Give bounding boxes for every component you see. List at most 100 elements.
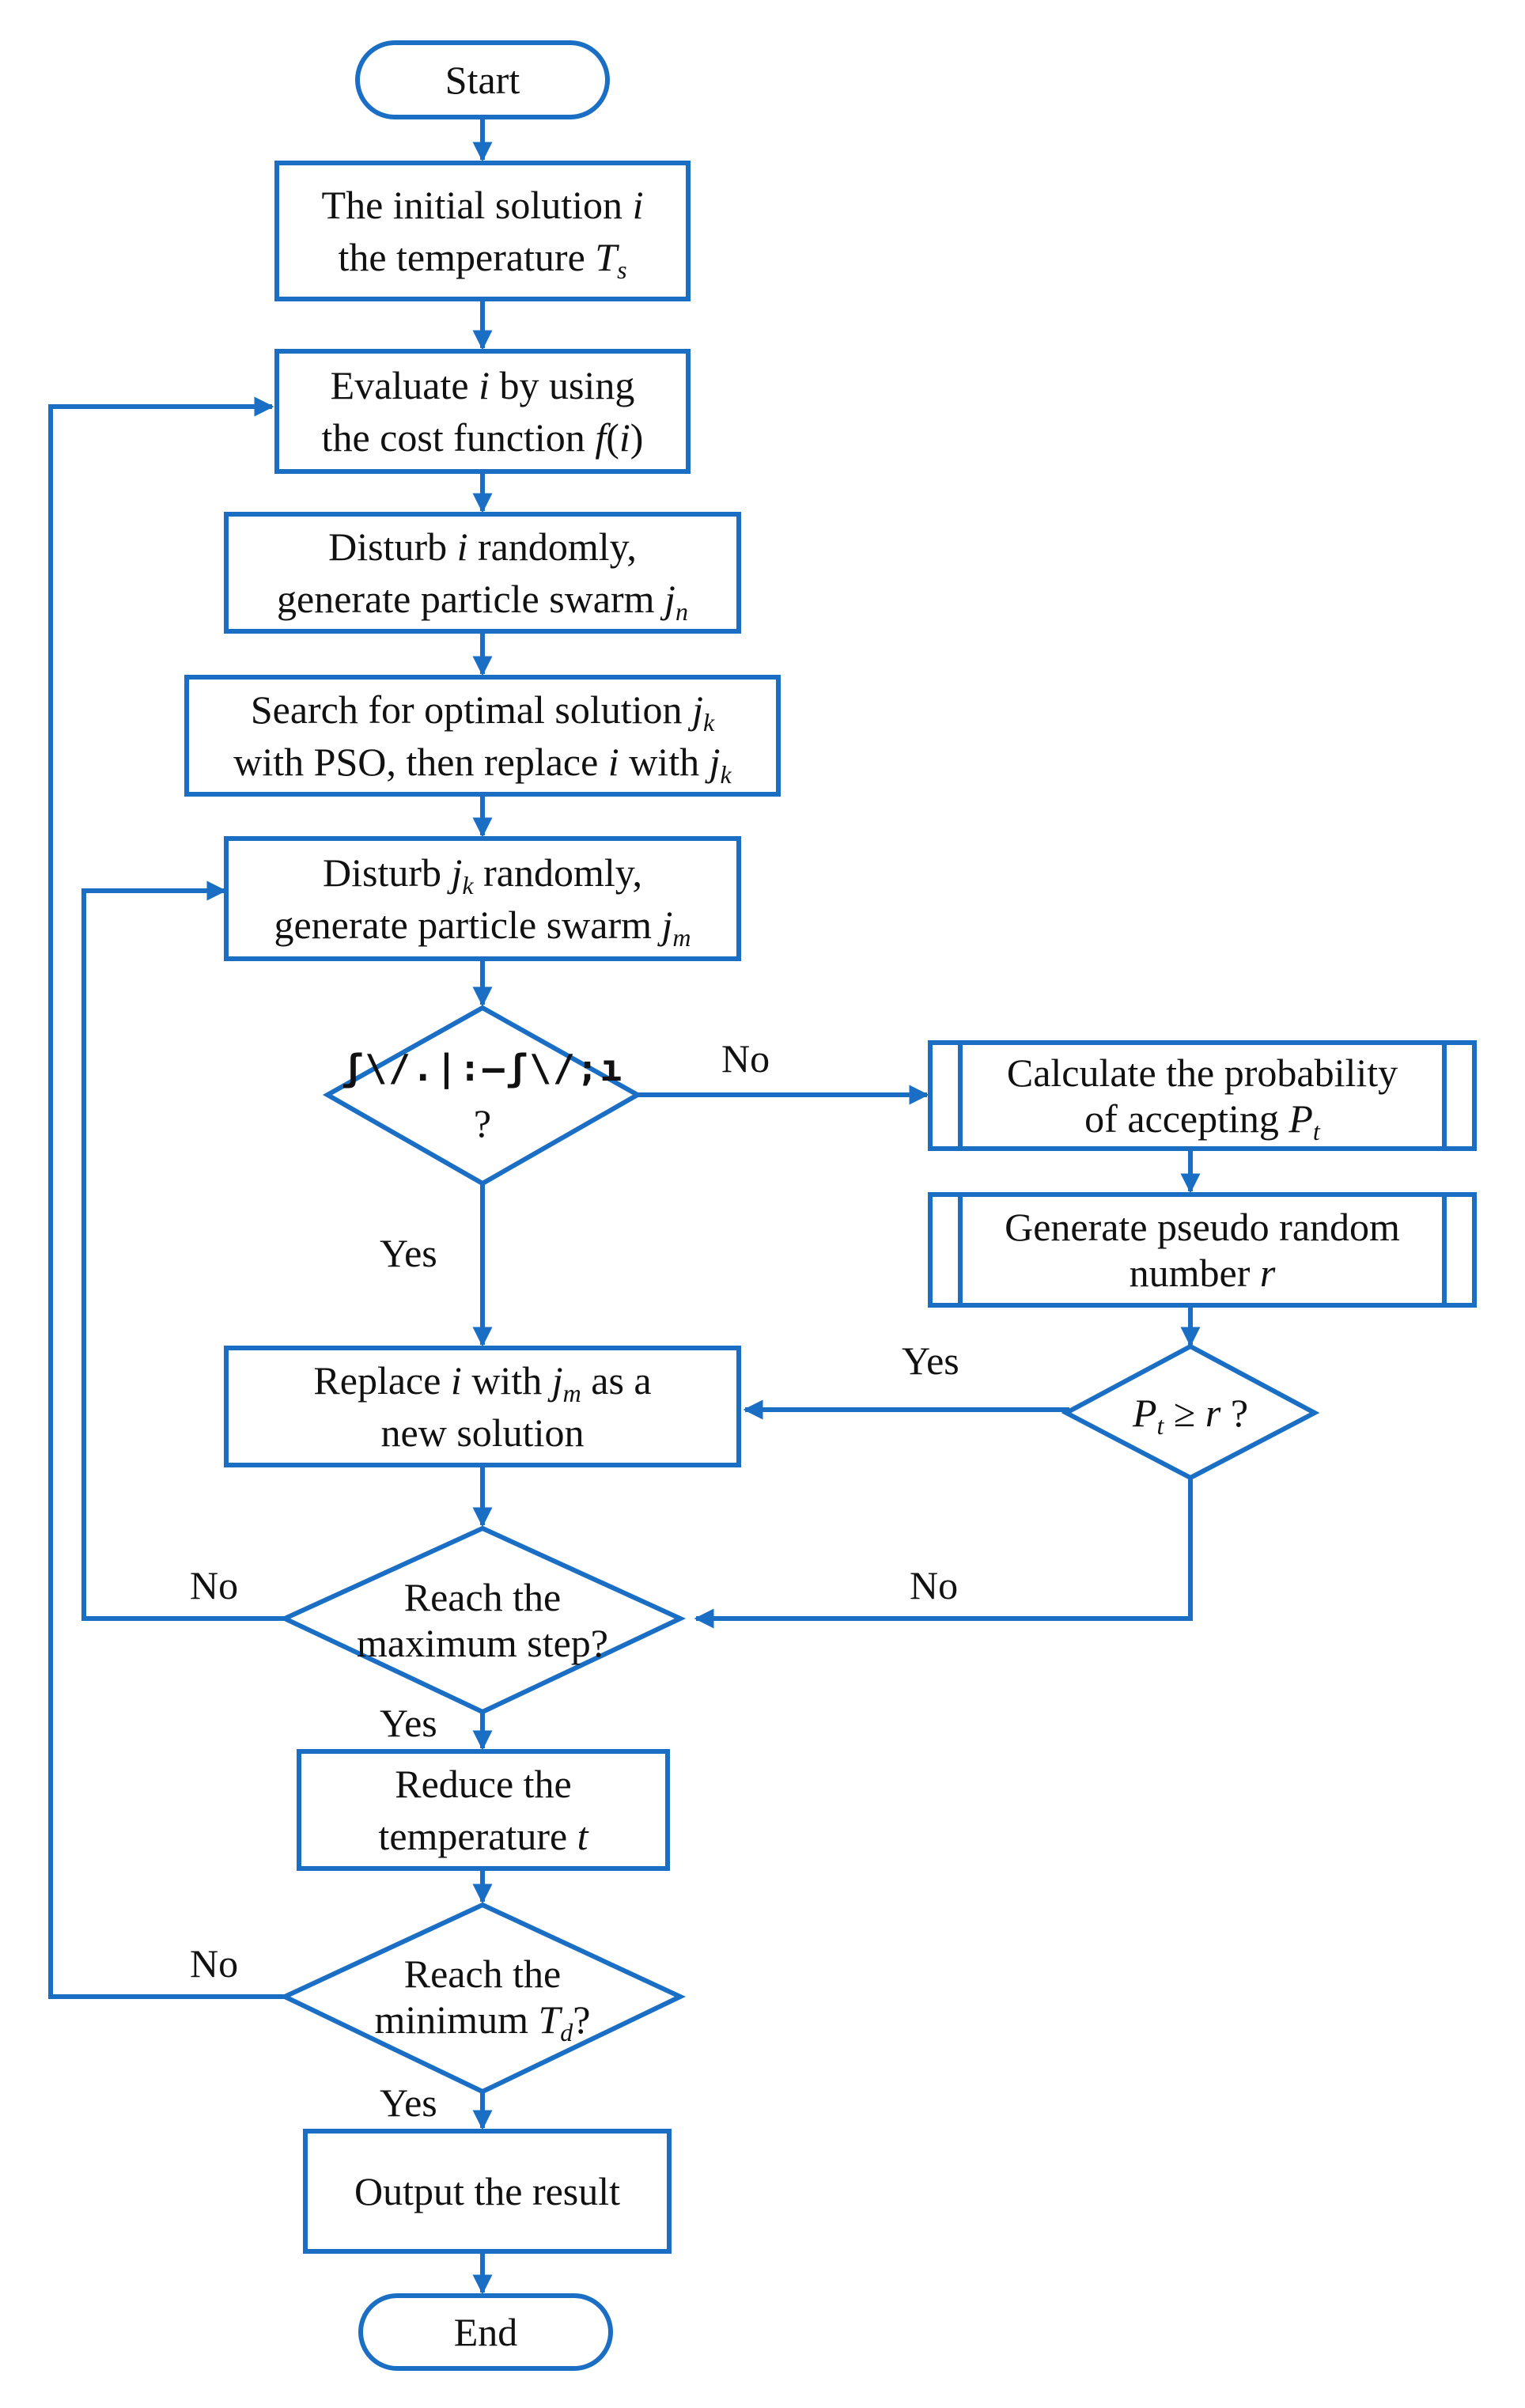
calc-prob-accepting: of accepting	[1084, 1096, 1279, 1141]
disturb-jk-label: Disturb jk randomly, generate particle s…	[226, 839, 739, 959]
connectors	[48, 117, 1201, 2295]
condition-diamond	[322, 1005, 643, 1187]
min-temp-sub-d: d	[560, 2018, 573, 2046]
calc-prob-sub-t: t	[1312, 1117, 1320, 1145]
end-terminal	[358, 2293, 613, 2371]
start-label: Start	[358, 43, 607, 117]
disturb-jk-line-2: generate particle swarm jm	[274, 899, 691, 951]
disturb-jk-box	[224, 836, 741, 961]
init-line-2: the temperature Ts	[338, 231, 626, 283]
accept-op: ≥	[1173, 1391, 1196, 1435]
search-var-i: i	[607, 740, 619, 784]
min-temp-line-2: minimum Td?	[374, 1997, 591, 2046]
condition-label: ʃ\/.|:–ʃ\/;ı ?	[327, 1028, 638, 1163]
max-step-line-1: Reach the	[403, 1575, 562, 1619]
min-temp-minimum: minimum	[374, 1997, 528, 2042]
nodes	[184, 40, 1477, 2371]
edge-mintemp-loop	[48, 396, 285, 1999]
disturb-i-label: Disturb i randomly, generate particle sw…	[226, 514, 739, 631]
search-with: with	[629, 740, 700, 784]
pseudo-var-r: r	[1259, 1251, 1276, 1295]
init-box	[274, 161, 691, 301]
label-max-step-yes: Yes	[380, 1701, 437, 1745]
disturb-jk-generate: generate particle swarm	[274, 903, 652, 947]
start-text: Start	[445, 58, 520, 102]
search-var-j2: j	[709, 740, 721, 784]
label-accept-no: No	[910, 1563, 959, 1607]
evaluate-line-1: Evaluate i by using	[331, 359, 635, 411]
reduce-label: Reduce the temperature t	[299, 1751, 668, 1868]
search-sub-k: k	[702, 708, 715, 736]
label-accept-yes: Yes	[902, 1338, 959, 1383]
accept-label: Pt ≥ r ?	[1066, 1376, 1315, 1449]
search-label: Search for optimal solution jk with PSO,…	[187, 677, 778, 794]
accept-var-p: P	[1132, 1391, 1157, 1435]
search-text: Search for optimal solution	[250, 687, 683, 732]
end-text: End	[453, 2310, 518, 2354]
evaluate-word: Evaluate	[330, 363, 469, 407]
output-text: Output the result	[354, 2169, 621, 2213]
calc-prob-line-1: Calculate the probability	[1006, 1051, 1398, 1095]
pseudo-label: Generate pseudo random number r	[960, 1195, 1444, 1305]
condition-question: ?	[473, 1101, 492, 1145]
calc-prob-line-2: of accepting Pt	[1084, 1096, 1320, 1145]
calc-prob-box	[928, 1040, 1477, 1151]
replace-line-2: new solution	[380, 1410, 585, 1455]
disturb-jk-line-1: Disturb jk randomly,	[323, 846, 642, 899]
start-terminal	[355, 40, 610, 119]
search-line-1: Search for optimal solution jk	[251, 683, 714, 736]
disturb-jk-sub-k: k	[462, 871, 474, 899]
pseudo-line-1: Generate pseudo random	[1005, 1205, 1400, 1249]
init-line-2-text: the temperature	[338, 235, 585, 279]
calc-prob-var-p: P	[1288, 1096, 1313, 1141]
label-min-temp-no: No	[190, 1941, 239, 1986]
min-temp-diamond	[278, 1902, 687, 2095]
replace-label: Replace i with jm as a new solution	[226, 1348, 739, 1465]
replace-var-i: i	[450, 1358, 462, 1403]
pseudo-line-2: number r	[1130, 1250, 1276, 1296]
reduce-var-t: t	[577, 1814, 588, 1858]
replace-with: with	[471, 1358, 543, 1403]
pseudo-box	[928, 1192, 1477, 1308]
evaluate-var-i: i	[479, 363, 490, 407]
evaluate-cost-function: the cost function	[321, 415, 585, 460]
init-label: The initial solution i the temperature T…	[277, 163, 688, 299]
evaluate-line-2: the cost function f(i)	[321, 415, 644, 460]
search-line-2: with PSO, then replace i with jk	[233, 736, 731, 788]
reduce-temperature: temperature	[378, 1814, 568, 1858]
disturb-i-sub-n: n	[675, 597, 688, 626]
disturb-i-box	[224, 512, 741, 634]
disturb-i-var-j: j	[664, 577, 675, 621]
init-line-1: The initial solution i	[322, 179, 644, 231]
accept-expression: Pt ≥ r ?	[1133, 1387, 1248, 1439]
max-step-diamond	[278, 1525, 687, 1715]
disturb-i-var: i	[456, 524, 468, 569]
search-box	[184, 675, 781, 797]
output-box	[303, 2129, 672, 2254]
reduce-line-1: Reduce the	[395, 1762, 572, 1806]
init-var-t: T	[595, 235, 618, 279]
disturb-i-line-1: Disturb i randomly,	[328, 521, 637, 573]
disturb-jk-sub-m: m	[672, 923, 691, 952]
replace-box	[224, 1346, 741, 1467]
accept-var-r: r	[1205, 1391, 1221, 1435]
replace-line-1: Replace i with jm as a	[313, 1354, 651, 1407]
search-pso-text: with PSO, then replace	[233, 740, 599, 784]
label-condition-yes: Yes	[380, 1231, 437, 1275]
evaluate-label: Evaluate i by using the cost function f(…	[277, 351, 688, 471]
disturb-i-word: Disturb	[328, 524, 448, 569]
pseudo-number: number	[1129, 1251, 1251, 1295]
replace-word: Replace	[313, 1358, 441, 1403]
accept-diamond	[1061, 1343, 1320, 1481]
edge-accept-maxstep	[694, 1478, 1193, 1629]
disturb-i-generate: generate particle swarm	[277, 577, 655, 621]
disturb-i-line-2: generate particle swarm jn	[277, 573, 688, 625]
replace-sub-m: m	[562, 1379, 581, 1407]
reduce-line-2: temperature t	[378, 1810, 588, 1862]
accept-sub-t: t	[1156, 1411, 1164, 1440]
end-label: End	[361, 2296, 611, 2368]
label-condition-no: No	[721, 1036, 770, 1081]
init-line-1-text: The initial solution	[321, 183, 623, 227]
disturb-jk-var-j2: j	[661, 903, 673, 947]
evaluate-func-arg: i	[619, 415, 630, 460]
